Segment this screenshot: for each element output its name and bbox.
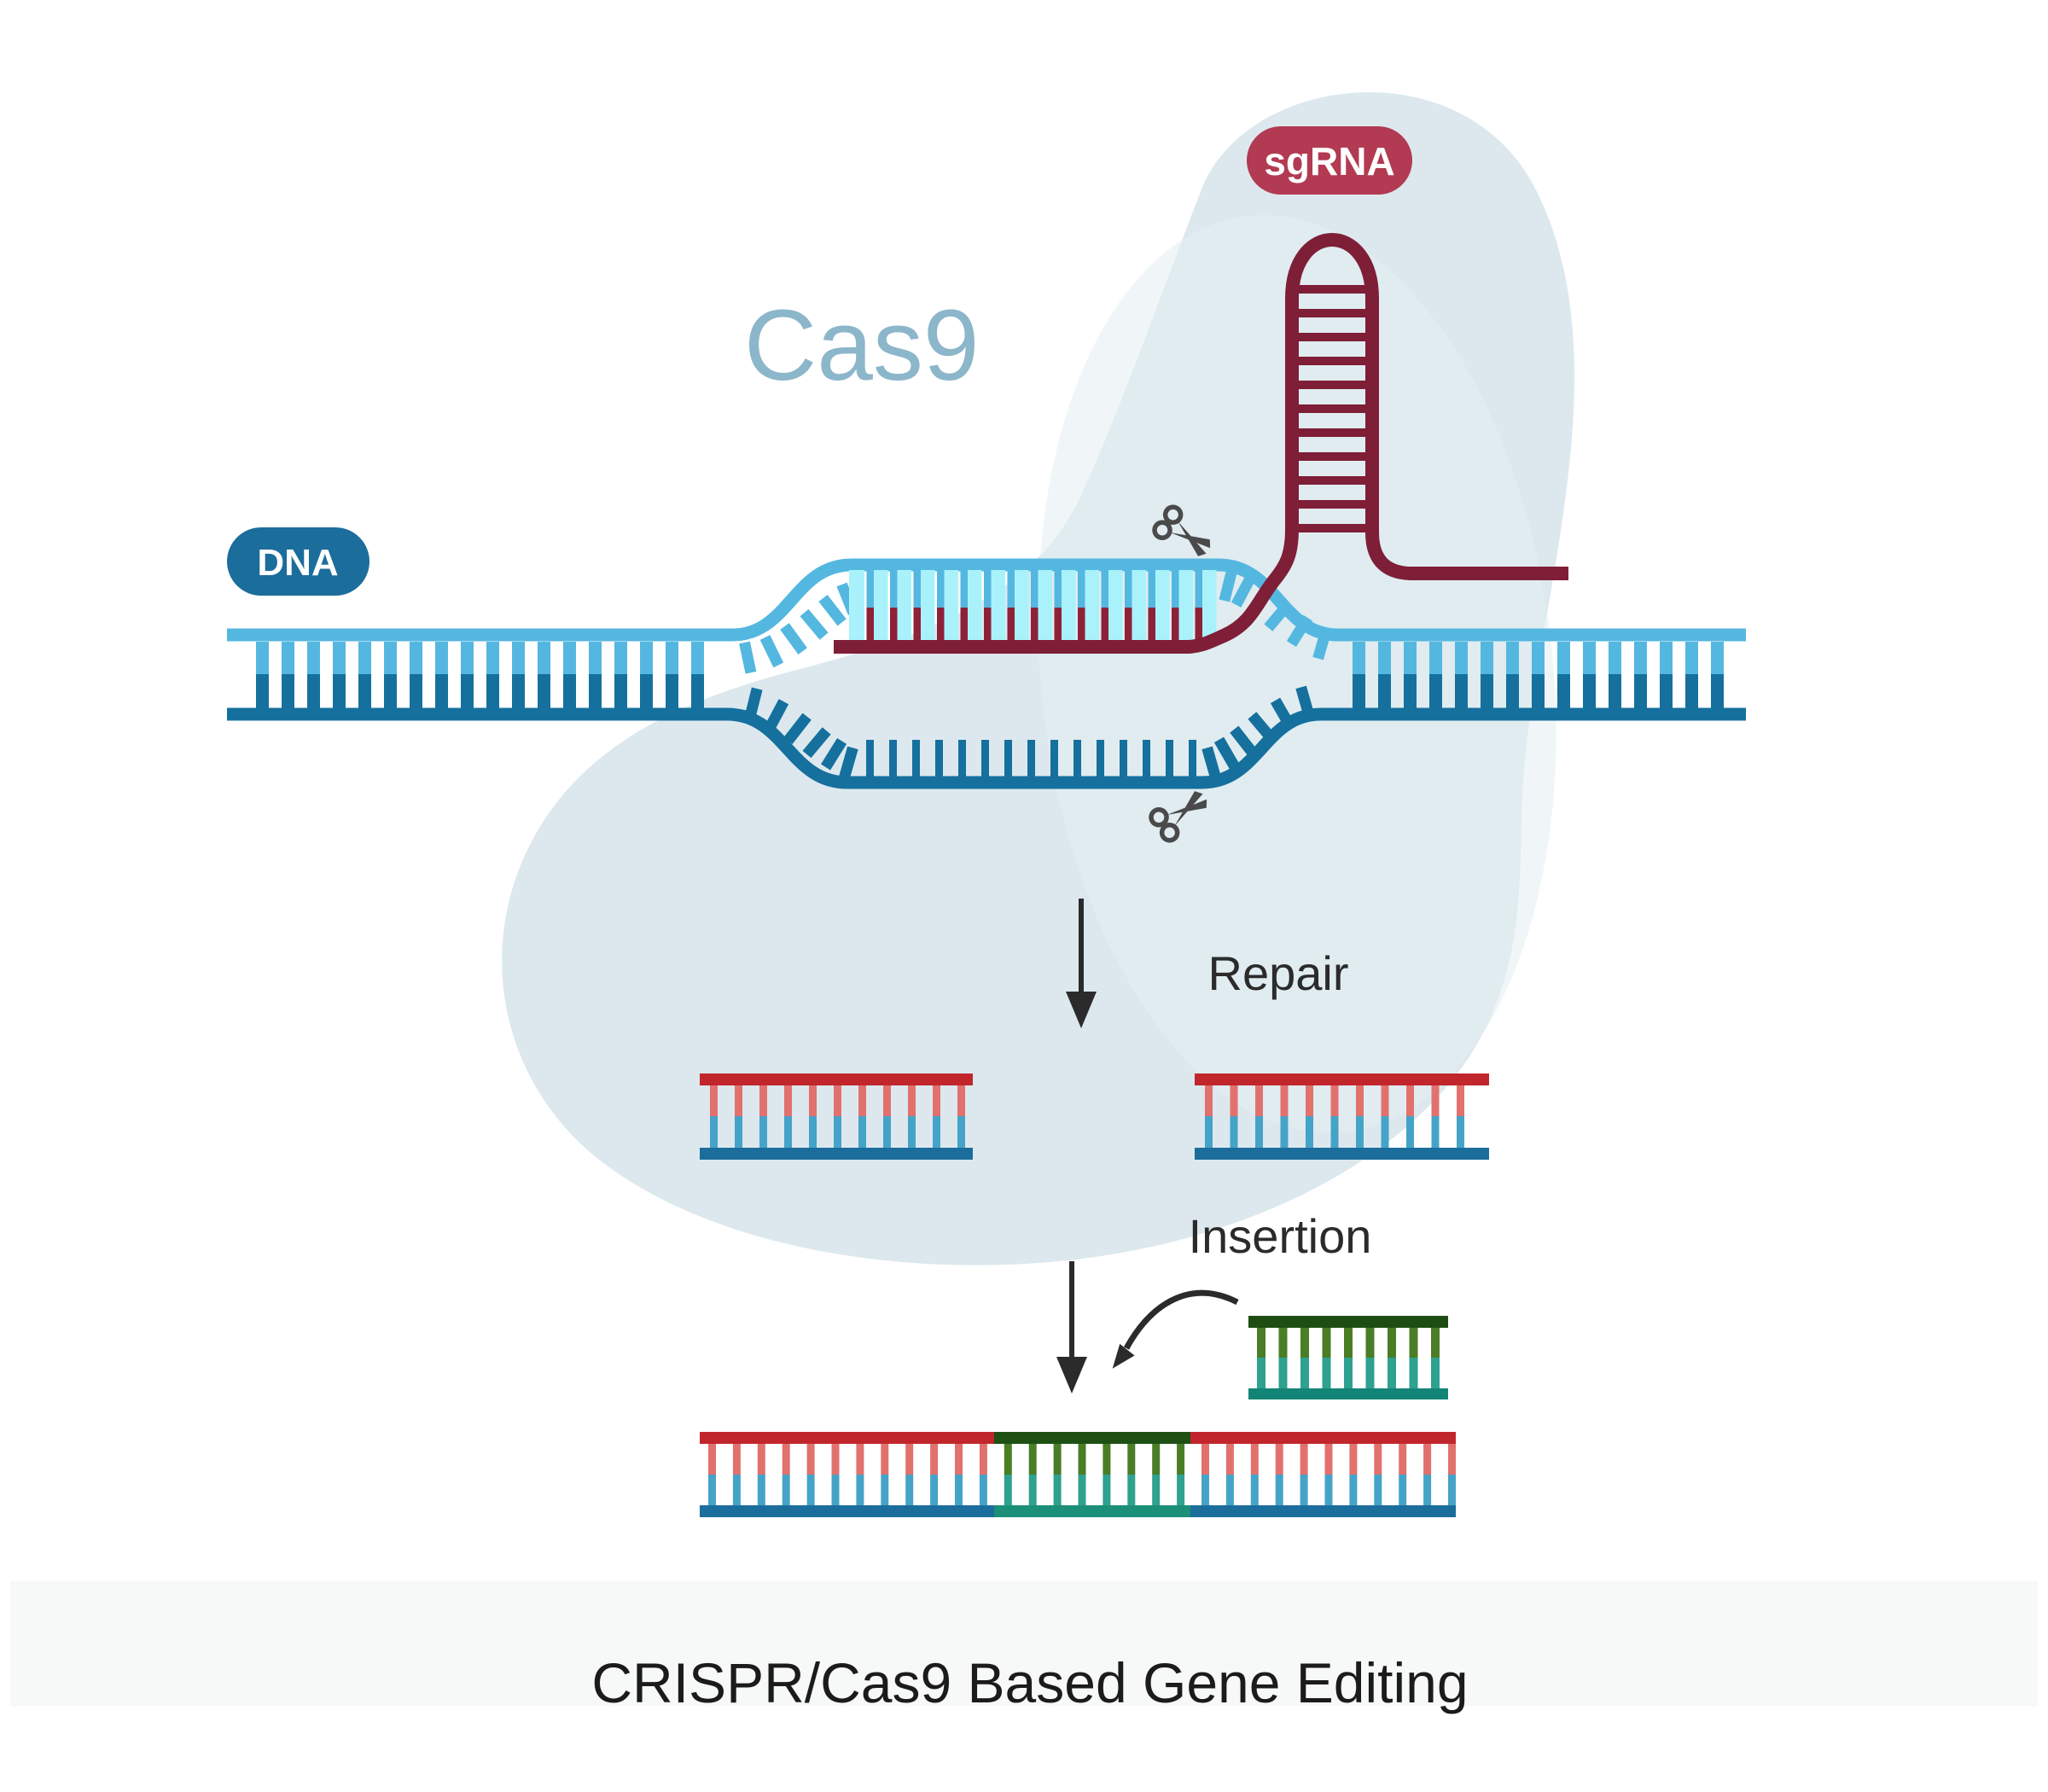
dna-fork-base-pairs (739, 569, 1332, 779)
dna-base-pairs (256, 642, 1724, 708)
cas9-label: Cas9 (744, 289, 979, 402)
insertion-arrow (1056, 1261, 1087, 1393)
diagram-title: CRISPR/Cas9 Based Gene Editing (591, 1651, 1468, 1714)
sgrna-pill-label: sgRNA (1264, 139, 1394, 183)
dna-pill-label: DNA (257, 542, 338, 584)
sgrna-pill: sgRNA (1247, 126, 1412, 195)
repair-label: Repair (1208, 946, 1349, 1000)
sgrna-dna-pairing-region (849, 570, 1217, 778)
repair-arrow (1066, 899, 1097, 1028)
edited-dna-strand (700, 1432, 1456, 1517)
donor-dna-insert-fragment (1248, 1316, 1448, 1399)
sgrna-hairpin-rungs (1294, 285, 1370, 532)
sgrna-hairpin (834, 233, 1568, 654)
dna-pill: DNA (227, 527, 369, 596)
cas9-blob-highlight (1038, 215, 1556, 1133)
footer-band (10, 1581, 2038, 1706)
insertion-curved-arrow (1112, 1289, 1239, 1369)
dna-double-strand (227, 558, 1746, 789)
cut-dna-fragment-right (1195, 1073, 1489, 1160)
dna-bottom-backbone (227, 707, 1746, 789)
cut-dna-fragment-left (700, 1073, 973, 1160)
insertion-label: Insertion (1189, 1209, 1372, 1263)
